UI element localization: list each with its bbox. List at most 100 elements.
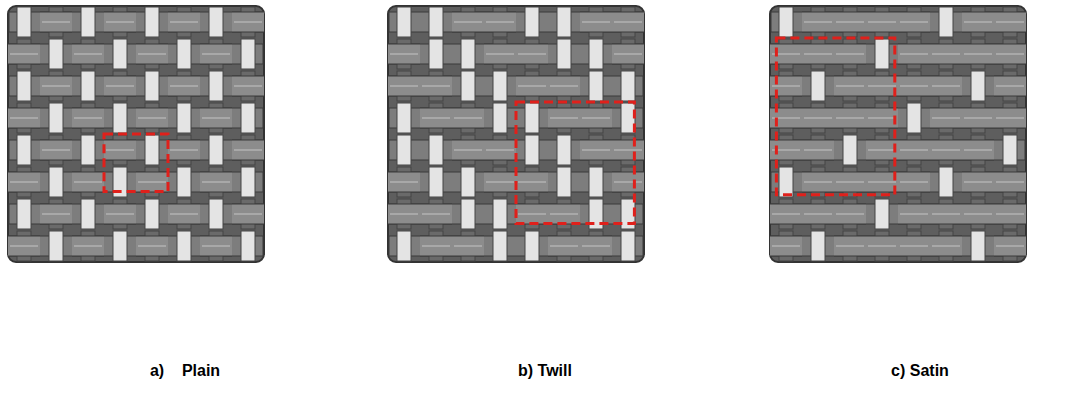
- warp-yarn: [939, 7, 953, 37]
- weft-float: [8, 44, 40, 64]
- warp-yarn: [525, 103, 539, 133]
- weft-sheen: [932, 213, 960, 215]
- weft-yarn: [9, 44, 263, 64]
- weft-edge: [834, 204, 866, 205]
- weft-float: [962, 108, 994, 128]
- weft-edge: [420, 76, 452, 77]
- weft-float: [770, 76, 802, 96]
- weft-sheen: [42, 213, 70, 215]
- weft-edge: [484, 192, 516, 193]
- weft-sheen: [74, 117, 102, 119]
- weft-float: [484, 44, 516, 64]
- warp-yarn: [461, 39, 475, 69]
- weft-edge: [580, 32, 612, 33]
- weft-edge: [388, 44, 420, 45]
- weft-edge: [452, 140, 484, 141]
- weft-sheen: [486, 53, 514, 55]
- weft-float: [834, 172, 866, 192]
- weft-float: [770, 108, 802, 128]
- warp-yarn: [589, 71, 603, 101]
- weft-float: [104, 76, 136, 96]
- weft-yarn: [389, 12, 643, 32]
- weft-edge: [994, 256, 1026, 257]
- weft-edge: [834, 236, 866, 237]
- weft-float: [580, 140, 612, 160]
- weft-sheen: [202, 181, 230, 183]
- weft-sheen: [614, 149, 642, 151]
- weft-sheen: [964, 181, 992, 183]
- weft-edge: [802, 140, 834, 141]
- weft-float: [898, 140, 930, 160]
- panel-caption: a) Plain: [150, 362, 220, 380]
- weft-edge: [8, 172, 40, 173]
- weft-float: [994, 236, 1026, 256]
- weft-edge: [866, 192, 898, 193]
- weft-sheen: [900, 53, 928, 55]
- weft-float: [866, 140, 898, 160]
- weft-sheen: [518, 85, 546, 87]
- weft-float: [168, 204, 200, 224]
- warp-yarn: [209, 7, 223, 37]
- weft-edge: [898, 12, 930, 13]
- warp-yarn: [49, 231, 63, 261]
- weft-edge: [484, 172, 516, 173]
- weft-edge: [994, 12, 1026, 13]
- weft-sheen: [10, 117, 38, 119]
- weft-sheen: [900, 85, 928, 87]
- weft-edge: [484, 44, 516, 45]
- weft-float: [72, 172, 104, 192]
- weft-edge: [866, 12, 898, 13]
- weft-float: [898, 172, 930, 192]
- weft-sheen: [106, 149, 134, 151]
- weft-edge: [516, 76, 548, 77]
- weft-sheen: [868, 181, 896, 183]
- weft-edge: [898, 204, 930, 205]
- warp-yarn: [621, 71, 635, 101]
- warp-yarn: [493, 199, 507, 229]
- weft-sheen: [996, 117, 1024, 119]
- weft-float: [516, 172, 548, 192]
- weft-edge: [420, 128, 452, 129]
- weft-sheen: [772, 85, 800, 87]
- weft-edge: [388, 76, 420, 77]
- warp-yarn: [557, 39, 571, 69]
- weft-edge: [420, 96, 452, 97]
- weft-edge: [930, 236, 962, 237]
- weft-sheen: [932, 149, 960, 151]
- warp-yarn: [429, 39, 443, 69]
- weft-edge: [200, 172, 232, 173]
- weft-edge: [770, 44, 802, 45]
- weft-float: [580, 12, 612, 32]
- weft-edge: [200, 256, 232, 257]
- weft-sheen: [202, 245, 230, 247]
- weft-edge: [388, 192, 420, 193]
- weft-float: [388, 44, 420, 64]
- warp-yarn: [177, 167, 191, 197]
- weft-edge: [136, 64, 168, 65]
- weft-float: [962, 140, 994, 160]
- weft-edge: [612, 192, 644, 193]
- weft-float: [8, 108, 40, 128]
- weft-edge: [770, 160, 802, 161]
- weft-sheen: [42, 21, 70, 23]
- fabric-ground: [388, 6, 644, 262]
- weft-sheen: [550, 245, 578, 247]
- warp-yarn: [875, 199, 889, 229]
- weft-float: [232, 204, 264, 224]
- warp-yarn: [81, 199, 95, 229]
- weft-sheen: [486, 21, 514, 23]
- warp-yarn: [177, 39, 191, 69]
- weft-edge: [866, 160, 898, 161]
- weft-yarn: [771, 44, 1025, 64]
- weft-sheen: [900, 21, 928, 23]
- weft-edge: [104, 160, 136, 161]
- warp-yarn: [397, 103, 411, 133]
- weft-edge: [834, 64, 866, 65]
- weft-edge: [580, 160, 612, 161]
- weft-sheen: [964, 149, 992, 151]
- weft-edge: [72, 44, 104, 45]
- warp-yarn: [939, 167, 953, 197]
- weft-edge: [962, 44, 994, 45]
- weft-edge: [930, 224, 962, 225]
- weft-edge: [834, 172, 866, 173]
